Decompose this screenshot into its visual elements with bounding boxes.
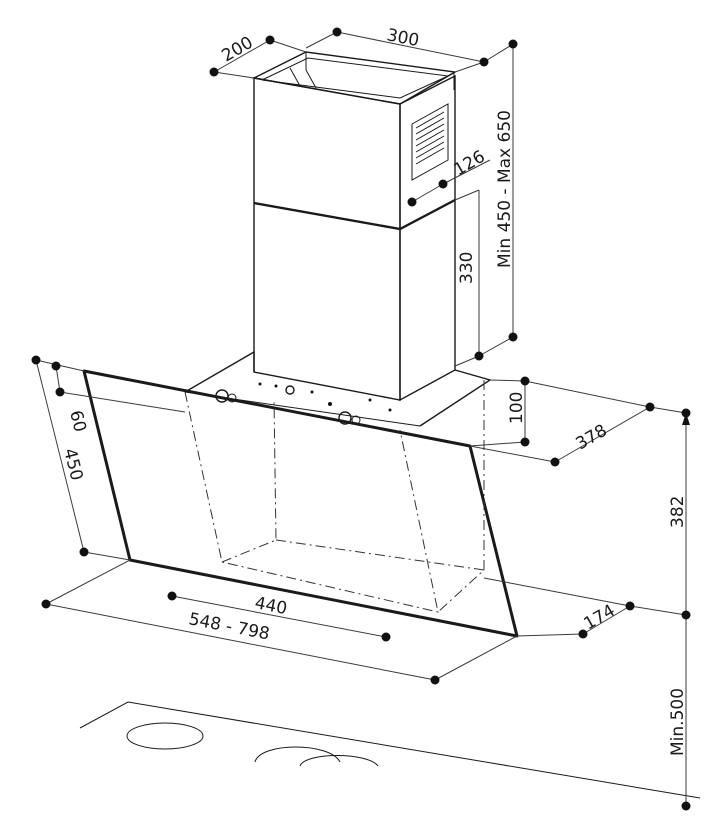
burner-right (254, 746, 341, 763)
dim-label-bracket-height: 100 (507, 392, 527, 424)
glass-panel (82, 369, 519, 638)
dim-label-lower-chimney-height: 330 (457, 252, 477, 284)
burner-right-rim (299, 755, 379, 767)
dim-label-glass-depth: 378 (573, 421, 611, 455)
bracket-line (305, 69, 317, 89)
chimney-front-face (253, 77, 401, 401)
dim-label-base-depth: 174 (581, 601, 619, 635)
dimension-lines (35, 31, 690, 806)
bracket-line (289, 67, 301, 87)
chimney-seam (253, 198, 456, 231)
dim-label-min-height-above-hob: Min.500 (668, 688, 688, 756)
chimney-side-face (399, 74, 456, 402)
chimney-top-inner (261, 57, 450, 99)
hidden-inner-body (184, 380, 486, 613)
dimension-dots (31, 27, 691, 811)
hob (79, 701, 701, 799)
mount-plate (184, 350, 492, 427)
dim-label-overall-width: 548 - 798 (187, 609, 271, 644)
dim-label-chimney-depth: 200 (219, 33, 257, 67)
dim-label-vent-width: 126 (451, 147, 489, 181)
dim-label-glass-height: 450 (59, 446, 86, 482)
dim-label-height-to-base: 382 (668, 496, 688, 528)
dim-label-inner-width: 440 (253, 593, 289, 619)
chimney (251, 51, 458, 402)
dim-label-chimney-height-range: Min 450 - Max 650 (495, 110, 515, 268)
dim-label-canopy-top-offset: 60 (65, 408, 90, 434)
vent-grille (411, 103, 449, 181)
dim-label-chimney-width: 300 (385, 25, 421, 51)
burner-left (126, 722, 204, 750)
